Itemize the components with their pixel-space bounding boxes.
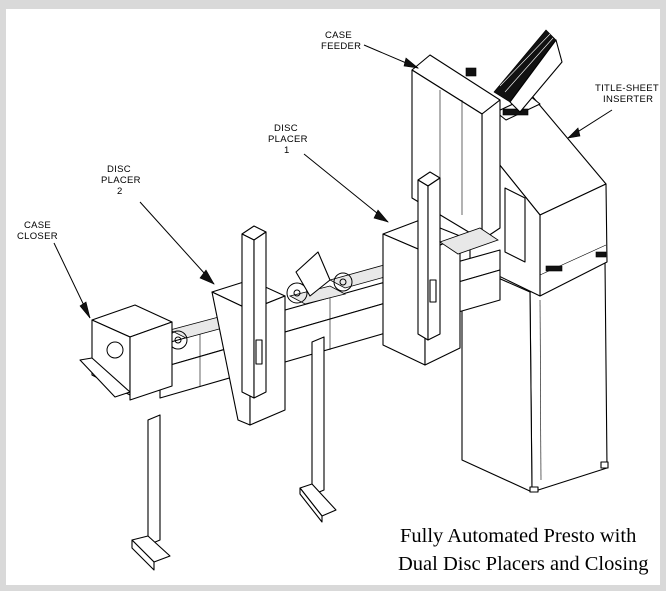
caption-line-2: Dual Disc Placers and Closing (398, 553, 649, 575)
label-disc-placer-1-a: DISC (274, 123, 298, 134)
label-case-feeder-1: CASE (325, 30, 352, 41)
support-stands (131, 336, 337, 571)
caption-line-1: Fully Automated Presto with (400, 525, 636, 547)
disc-placer-2-unit (211, 225, 286, 426)
label-case-closer-1: CASE (24, 220, 51, 231)
callout-title-sheet-inserter: TITLE-SHEET INSERTER (595, 83, 659, 105)
label-disc-placer-1-b: PLACER (268, 134, 308, 145)
label-title-sheet-2: INSERTER (603, 94, 653, 105)
callout-disc-placer-1: DISC PLACER 1 (268, 123, 308, 156)
disc-placer-1-unit (382, 171, 499, 366)
case-closer-unit (79, 304, 173, 401)
label-disc-placer-2-c: 2 (117, 186, 123, 197)
label-case-closer-2: CLOSER (17, 231, 58, 242)
machine-drawing: CASE FEEDER TITLE-SHEET INSERTER DISC PL… (17, 29, 659, 575)
caption: Fully Automated Presto with Dual Disc Pl… (398, 525, 649, 575)
leader-lines (53, 44, 613, 319)
label-title-sheet-1: TITLE-SHEET (595, 83, 659, 94)
label-disc-placer-1-c: 1 (284, 145, 290, 156)
callout-disc-placer-2: DISC PLACER 2 (101, 164, 141, 197)
label-disc-placer-2-a: DISC (107, 164, 131, 175)
label-disc-placer-2-b: PLACER (101, 175, 141, 186)
callout-case-feeder: CASE FEEDER (321, 30, 361, 52)
diagram-frame: CASE FEEDER TITLE-SHEET INSERTER DISC PL… (6, 9, 660, 585)
label-case-feeder-2: FEEDER (321, 41, 361, 52)
callout-case-closer: CASE CLOSER (17, 220, 58, 242)
